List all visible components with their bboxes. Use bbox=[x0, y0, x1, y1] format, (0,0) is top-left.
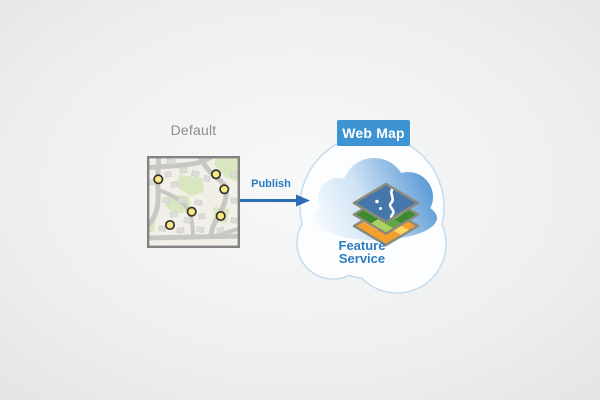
map-point-marker bbox=[215, 210, 226, 222]
web-map-badge-label: Web Map bbox=[342, 125, 405, 141]
feature-service-label: Feature Service bbox=[317, 238, 407, 266]
map-point-marker bbox=[210, 169, 222, 180]
feature-service-line2: Service bbox=[338, 250, 386, 266]
source-map-label: Default bbox=[170, 122, 217, 138]
map-point-marker bbox=[153, 174, 164, 185]
map-roads bbox=[147, 156, 240, 241]
map-point-markers bbox=[153, 169, 230, 231]
publish-label: Publish bbox=[251, 178, 291, 190]
map-thumbnail-icon bbox=[147, 156, 240, 248]
web-map-badge: Web Map bbox=[337, 120, 410, 146]
map-buildings bbox=[149, 158, 238, 234]
map-point-marker bbox=[219, 184, 230, 195]
publish-arrow-icon bbox=[240, 194, 310, 207]
layer-blue-imagery bbox=[352, 182, 420, 224]
layer-stack-icon bbox=[352, 182, 420, 247]
map-point-marker bbox=[186, 206, 197, 217]
publish-arrowhead bbox=[296, 194, 310, 207]
feature-service-line1: Feature bbox=[338, 238, 386, 253]
map-point-marker bbox=[164, 219, 176, 231]
web-map-cloud-group bbox=[296, 134, 447, 294]
map-frame bbox=[147, 156, 240, 248]
